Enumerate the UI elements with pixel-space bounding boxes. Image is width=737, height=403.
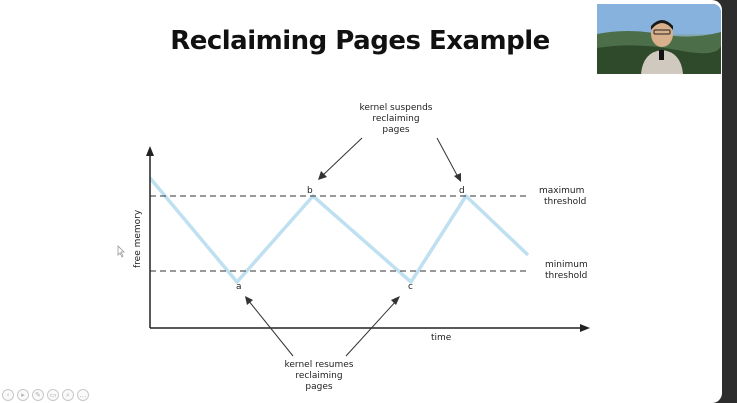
annotation-bottom-line-1: kernel resumes xyxy=(285,360,354,370)
point-c-label: c xyxy=(408,282,413,292)
free-memory-line xyxy=(148,176,530,284)
annotation-top-arrow-d xyxy=(436,137,459,178)
prev-icon[interactable]: ‹ xyxy=(2,389,14,401)
annotation-bottom-arrow-a xyxy=(247,299,294,357)
y-axis-label: free memory xyxy=(133,209,143,268)
annotation-bottom-line-3: pages xyxy=(305,382,332,392)
point-a-label: a xyxy=(236,282,242,292)
reclaiming-pages-diagram: free memory time a b c d maximum thresho… xyxy=(117,103,590,392)
maximum-threshold-label-1: maximum xyxy=(539,186,584,196)
annotation-top-line-1: kernel suspends xyxy=(359,103,432,113)
annotation-top-arrow-b xyxy=(321,137,363,177)
annotation-bottom-arrowhead-c xyxy=(391,296,400,305)
minimum-threshold-label-1: minimum xyxy=(545,260,588,270)
play-icon[interactable]: ▸ xyxy=(17,389,29,401)
annotation-top-line-2: reclaiming xyxy=(372,114,419,124)
annotation-top-arrowhead-d xyxy=(454,173,461,182)
minimum-threshold-label-2: threshold xyxy=(545,271,587,281)
annotation-bottom-arrow-c xyxy=(345,299,398,357)
zoom-icon[interactable]: ⌕ xyxy=(62,389,74,401)
point-d-label: d xyxy=(459,186,465,196)
annotation-bottom-arrowhead-a xyxy=(245,296,253,305)
pen-icon[interactable]: ✎ xyxy=(32,389,44,401)
point-b-label: b xyxy=(307,186,313,196)
annotation-top-line-3: pages xyxy=(382,125,409,135)
slide: Reclaiming Pages Example free memory tim… xyxy=(0,0,722,403)
slide-title: Reclaiming Pages Example xyxy=(170,26,550,56)
x-axis-label: time xyxy=(431,333,452,343)
more-icon[interactable]: … xyxy=(77,389,89,401)
y-axis-arrow xyxy=(146,146,154,156)
slides-icon[interactable]: ▭ xyxy=(47,389,59,401)
presenter-icon xyxy=(597,4,721,74)
annotation-top-arrowhead-b xyxy=(318,171,327,180)
maximum-threshold-label-2: threshold xyxy=(544,197,586,207)
x-axis-arrow xyxy=(580,324,590,332)
presenter-webcam xyxy=(597,4,721,74)
cursor-icon xyxy=(117,245,125,258)
slide-navigation: ‹ ▸ ✎ ▭ ⌕ … xyxy=(2,389,89,401)
annotation-bottom-line-2: reclaiming xyxy=(295,371,342,381)
